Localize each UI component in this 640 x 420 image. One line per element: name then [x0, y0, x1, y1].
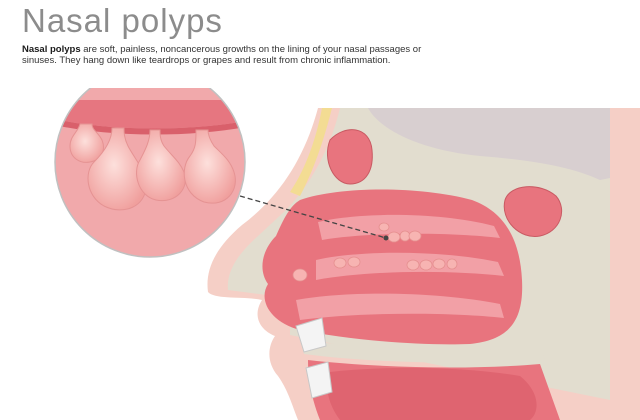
nose-cross-section-icon — [207, 108, 640, 420]
polyp-cluster-lower-icon — [292, 268, 308, 282]
cranial-cavity — [368, 108, 610, 180]
upper-teeth — [295, 317, 327, 353]
magnified-polyps-callout-icon — [54, 88, 246, 258]
tongue — [327, 367, 537, 420]
inferior-meatus — [296, 293, 504, 320]
callout-polyp-3 — [136, 129, 186, 202]
page-title: Nasal polyps — [22, 2, 223, 39]
hard-palate — [300, 340, 545, 363]
frontal-sinus — [326, 129, 373, 185]
sphenoid-sinus — [503, 186, 562, 237]
intro-term: Nasal polyps — [22, 44, 81, 55]
leader-line-icon — [239, 195, 387, 239]
polyp-cluster-middle-icon — [333, 256, 458, 271]
lower-teeth — [305, 361, 333, 399]
intro-text: are soft, painless, noncancerous growths… — [22, 44, 422, 66]
callout-polyp-2 — [87, 127, 147, 211]
polyp-cluster-upper-icon — [378, 222, 422, 243]
callout-polyp-4 — [183, 129, 236, 204]
superior-meatus — [318, 214, 500, 240]
intro-paragraph: Nasal polyps are soft, painless, noncanc… — [22, 44, 452, 66]
callout-polyp-1 — [69, 123, 104, 163]
callout-mucosa — [55, 100, 245, 129]
frontal-bone — [290, 108, 332, 196]
leader-dot — [383, 235, 389, 241]
nasal-anatomy-illustration — [54, 88, 640, 420]
